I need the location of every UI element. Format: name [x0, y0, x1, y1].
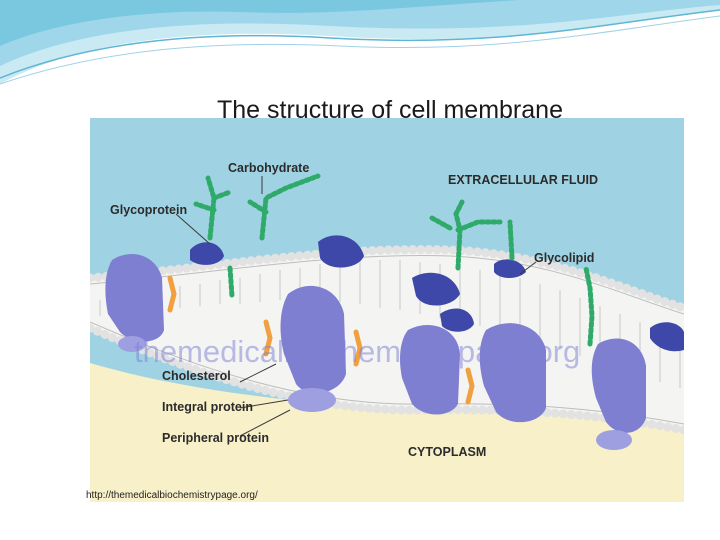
cholesterol-molecules [167, 275, 475, 405]
source-url: http://themedicalbiochemistrypage.org/ [86, 490, 258, 501]
outer-phospholipid-heads [90, 245, 684, 313]
label-peripheral-protein: Peripheral protein [162, 431, 269, 445]
surface-proteins [190, 235, 684, 352]
integral-proteins [105, 254, 646, 433]
label-cholesterol: Cholesterol [162, 369, 231, 383]
leader-lines [175, 176, 537, 437]
cell-membrane-diagram: Carbohydrate EXTRACELLULAR FLUID Glycopr… [90, 118, 684, 502]
label-integral-protein: Integral protein [162, 400, 253, 414]
label-glycolipid: Glycolipid [534, 251, 594, 265]
watermark: themedicalbiochemistrypage.org [134, 334, 580, 369]
label-cytoplasm: CYTOPLASM [408, 445, 486, 459]
peripheral-proteins [118, 336, 632, 450]
label-carbohydrate: Carbohydrate [228, 161, 309, 175]
cytoplasm-region [90, 363, 684, 502]
label-extracellular-fluid: EXTRACELLULAR FLUID [448, 173, 598, 187]
slide-banner [0, 0, 720, 90]
label-glycoprotein: Glycoprotein [110, 203, 187, 217]
carbohydrate-chains [193, 173, 595, 347]
